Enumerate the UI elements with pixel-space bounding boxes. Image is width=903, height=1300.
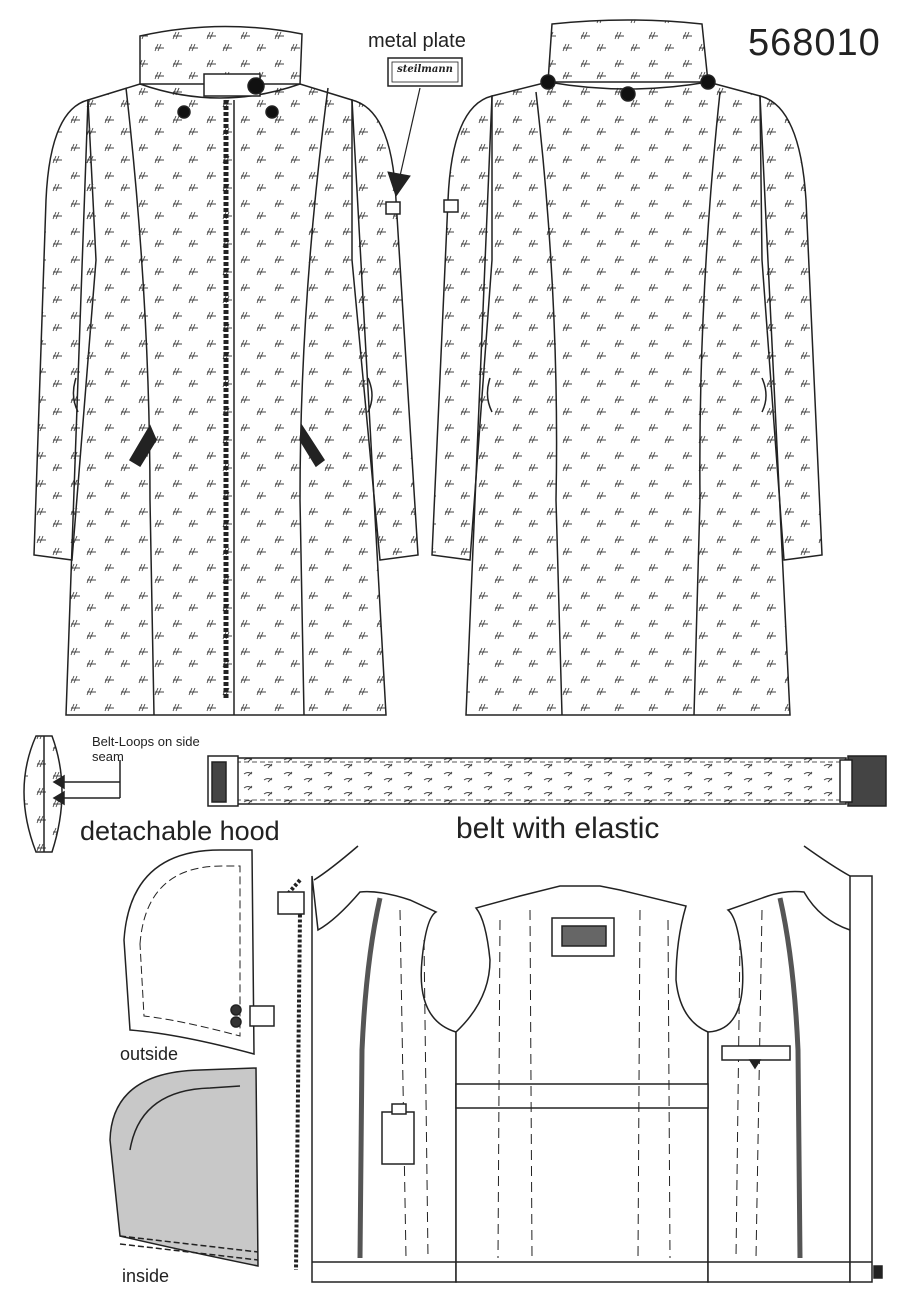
interior-right-placket <box>849 875 873 1283</box>
metal-plate-callout <box>387 57 463 198</box>
front-left-panel-seam <box>125 87 155 716</box>
interior-right-zip-tape <box>777 897 803 1259</box>
belt-loops-label: Belt-Loops on side seam <box>92 734 200 764</box>
inside-pocket <box>381 1111 415 1165</box>
back-body <box>465 81 791 716</box>
front-right-pocket-flap <box>299 423 326 468</box>
hood-outside-label: outside <box>120 1044 179 1064</box>
collar-button <box>247 77 265 95</box>
front-left-pocket-flap <box>128 424 157 468</box>
waist-elastic <box>455 1083 709 1109</box>
belt-title: belt with elastic <box>456 812 660 845</box>
hood-inside-label: inside <box>122 1266 170 1286</box>
belt-strap <box>235 757 847 805</box>
hood-outside-drawing <box>123 849 275 1055</box>
hanging-loop-tab <box>721 1045 791 1061</box>
interior-left-facing <box>311 875 457 1283</box>
callout-arrow <box>387 171 411 198</box>
metal-plate-label: metal plate <box>368 30 466 52</box>
front-right-sleeve <box>351 99 419 561</box>
coat-back-view <box>431 19 823 716</box>
interior-right-facing <box>707 890 851 1283</box>
hood-inside-drawing <box>109 1067 259 1267</box>
style-number: 568010 <box>748 22 881 64</box>
belt-buckle-right <box>847 755 887 807</box>
coat-interior-view <box>277 845 883 1283</box>
back-collar <box>547 19 709 90</box>
coat-front-view <box>33 25 419 716</box>
front-right-panel-seam <box>299 87 329 716</box>
plate-brand-logo: steilmann <box>397 64 453 75</box>
belt-drawing <box>207 755 887 807</box>
interior-left-zip-tape <box>357 897 383 1259</box>
detachable-hood-title: detachable hood <box>80 816 280 846</box>
belt-loop-drawing <box>23 735 121 853</box>
